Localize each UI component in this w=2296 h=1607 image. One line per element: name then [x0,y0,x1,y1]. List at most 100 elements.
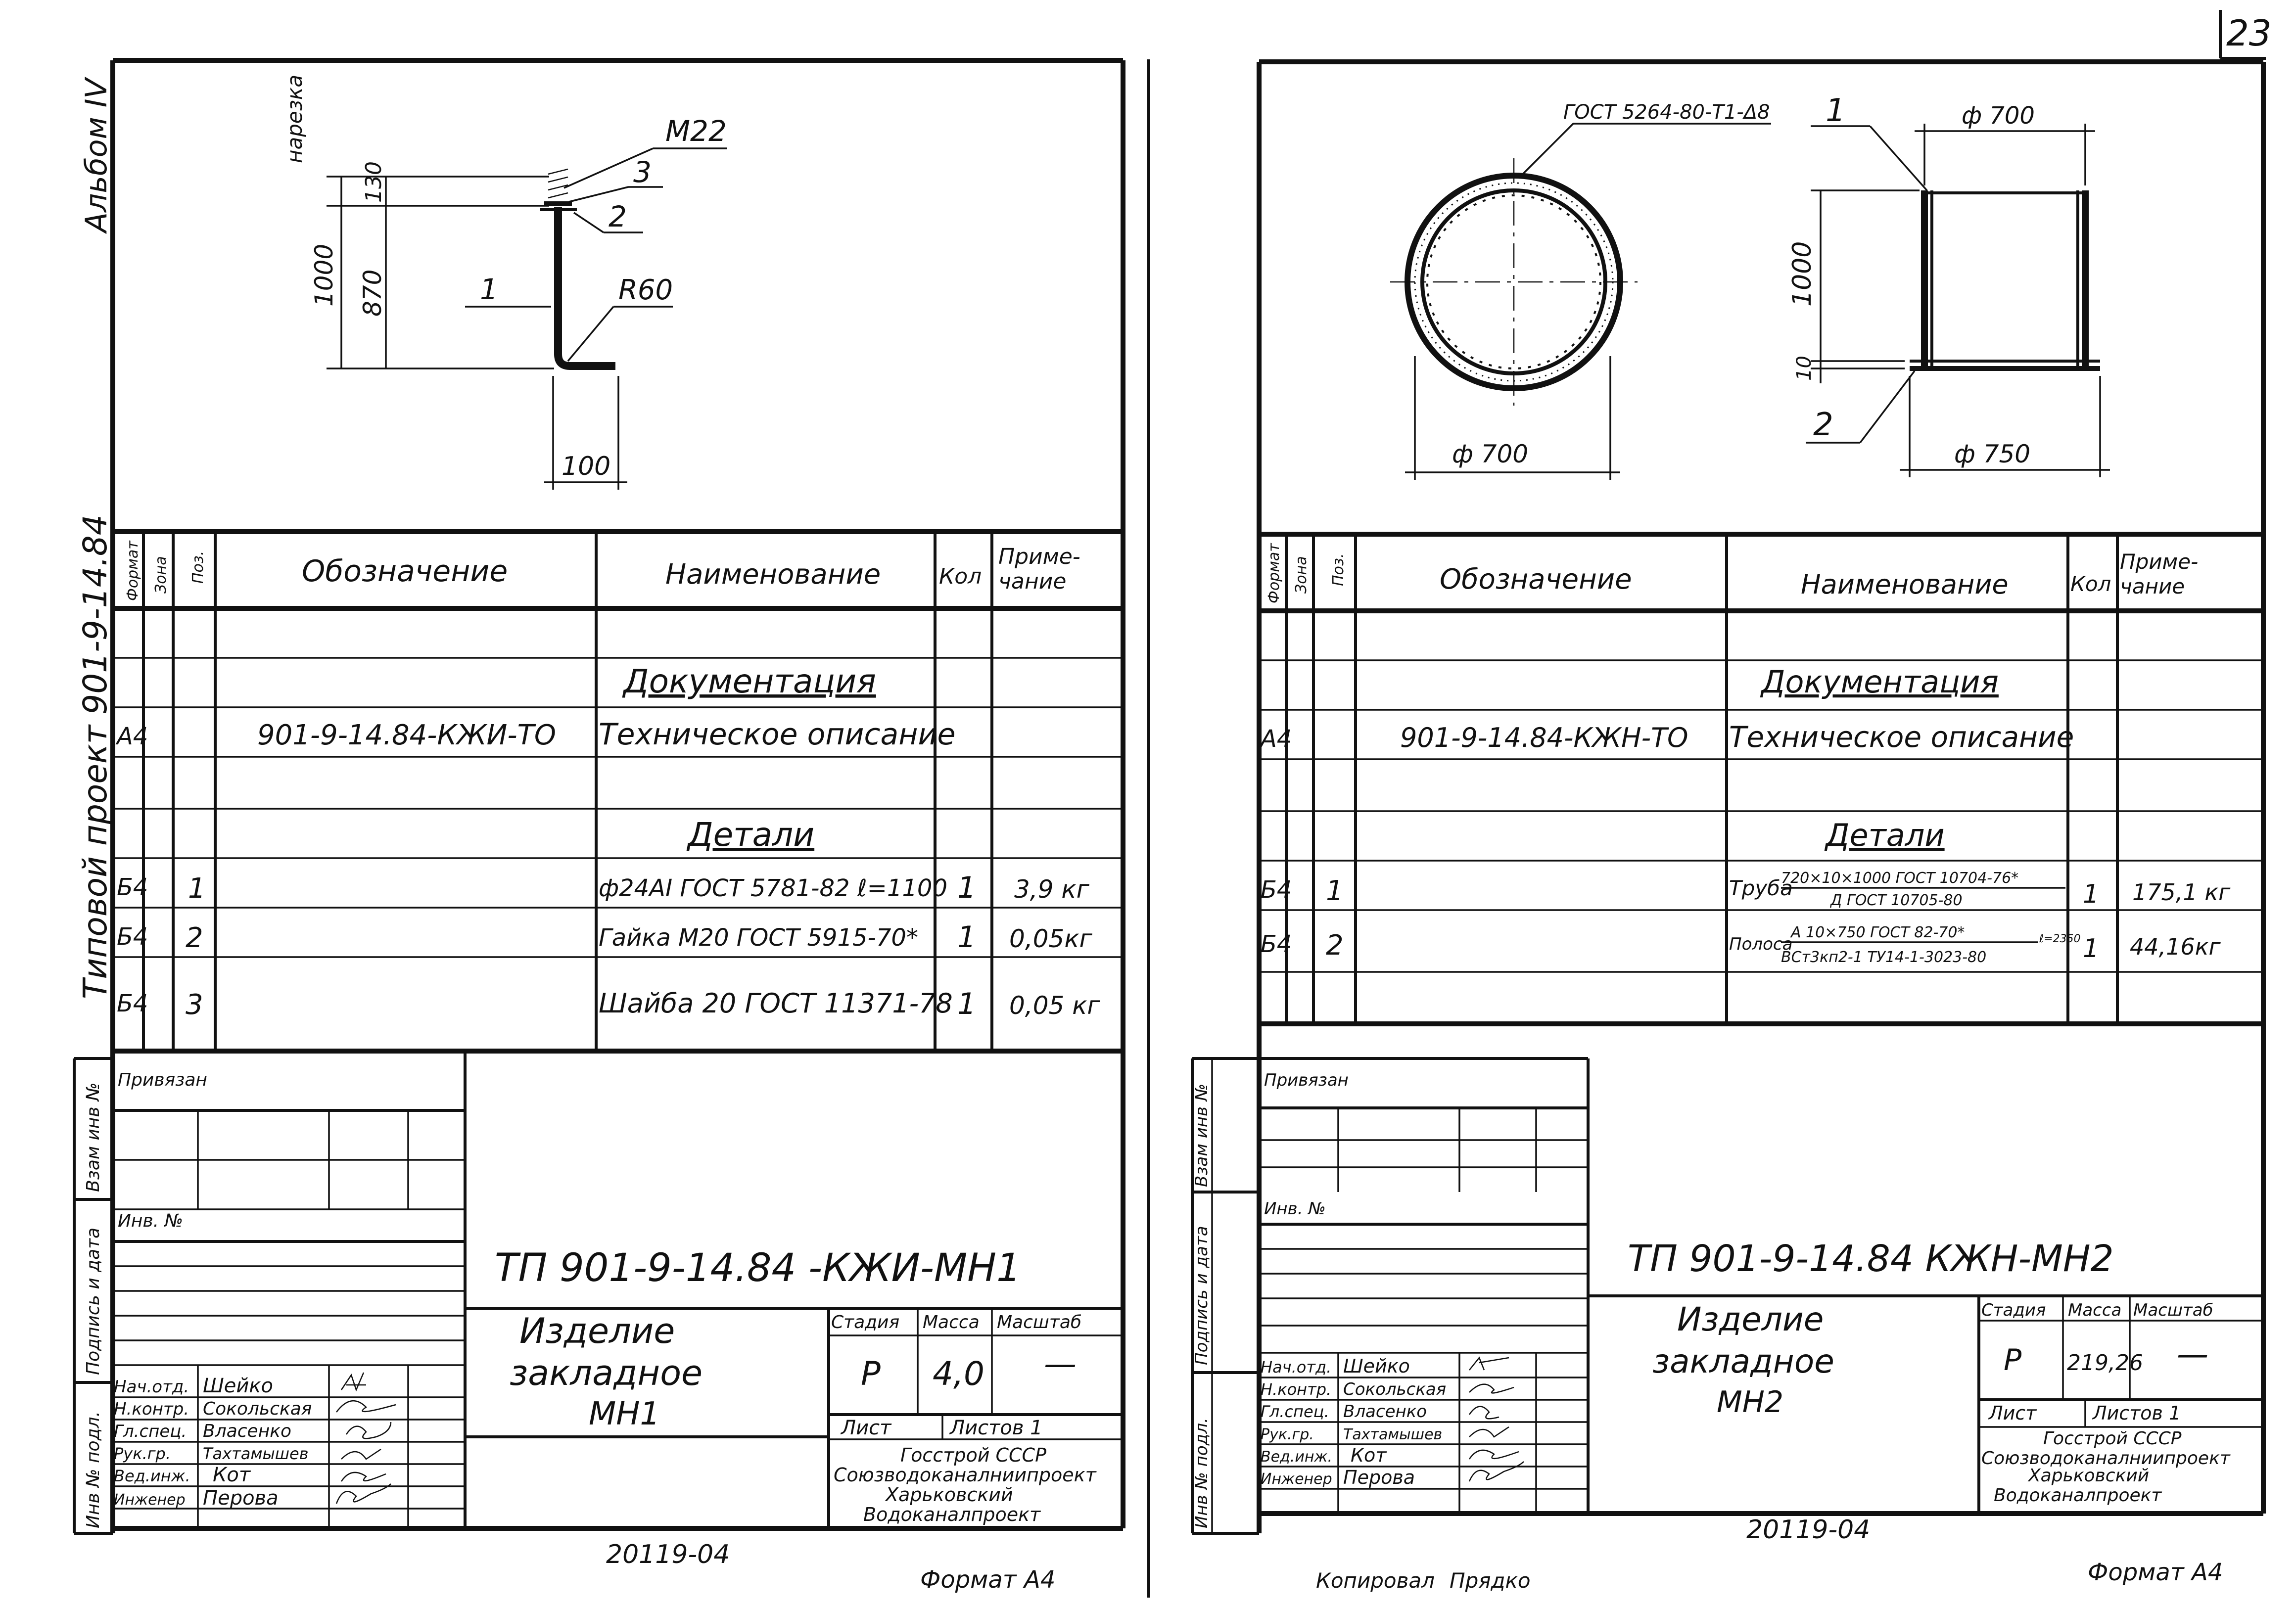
svg-text:Формат: Формат [1265,543,1283,603]
list-item: Н.контр. Сокольская [1261,1379,1446,1399]
svg-text:Б4: Б4 [117,873,148,901]
svg-text:Кот: Кот [213,1464,251,1486]
svg-text:Союзводоканалниипроект: Союзводоканалниипроект [834,1464,1097,1486]
svg-text:2: 2 [1813,407,1833,443]
list-item: Рук.гр. Тахтамышев [1261,1426,1442,1443]
page-number: 23 [2219,10,2272,60]
table-row: Б4 3 Шайба 20 ГОСТ 11371-78 1 0,05 кг [117,987,1100,1021]
svg-text:Инв. №: Инв. № [1264,1199,1326,1219]
svg-text:Наименование: Наименование [1801,569,2009,600]
svg-text:Наименование: Наименование [665,558,881,591]
svg-text:МН2: МН2 [1717,1385,1783,1420]
svg-text:20119-04: 20119-04 [1746,1515,1870,1545]
svg-text:Изделие: Изделие [519,1311,675,1351]
list-item: Нач.отд. Шейко [1261,1355,1410,1377]
svg-text:Изделие: Изделие [1677,1300,1824,1338]
svg-text:Формат: Формат [124,540,141,601]
svg-text:Инв. №: Инв. № [118,1211,183,1231]
list-item: Инженер Перова [114,1487,279,1510]
svg-text:Нач.отд.: Нач.отд. [114,1377,189,1397]
svg-text:—: — [1044,1345,1077,1383]
svg-text:130: 130 [361,161,386,203]
svg-text:Р: Р [2004,1343,2022,1377]
svg-text:ф24AI ГОСТ 5781-82 ℓ=1100: ф24AI ГОСТ 5781-82 ℓ=1100 [599,874,947,902]
svg-text:Гайка М20 ГОСТ 5915-70*: Гайка М20 ГОСТ 5915-70* [599,924,918,952]
svg-text:Техническое описание: Техническое описание [1729,720,2074,754]
svg-text:44,16кг: 44,16кг [2130,933,2221,960]
svg-text:1000: 1000 [310,244,338,307]
side-stamp-podpis: Подпись и дата [83,1228,103,1375]
svg-text:Шейко: Шейко [1343,1355,1410,1377]
svg-text:чание: чание [2120,574,2185,598]
svg-text:Приме-: Приме- [2120,550,2198,574]
svg-text:10: 10 [1793,356,1816,381]
project-label: Типовой проект 901-9-14.84 [76,514,114,999]
table-row: Б4 2 Гайка М20 ГОСТ 5915-70* 1 0,05кг [117,920,1093,955]
side-stamp-vzam: Взам инв № [83,1082,103,1192]
svg-text:2: 2 [1326,929,1344,962]
svg-text:Лист: Лист [1988,1402,2037,1424]
svg-text:3: 3 [186,989,203,1021]
svg-text:Копировал: Копировал [1316,1568,1435,1593]
album-label: Альбом IV [79,77,114,234]
svg-text:Б4: Б4 [1261,930,1292,958]
svg-text:1: 1 [188,872,206,905]
svg-text:175,1 кг: 175,1 кг [2132,879,2231,906]
svg-text:Нач.отд.: Нач.отд. [1261,1358,1331,1377]
svg-text:Обозначение: Обозначение [302,554,508,589]
svg-text:Р: Р [861,1355,881,1393]
svg-text:ТП 901-9-14.84 -КЖИ-МН1: ТП 901-9-14.84 -КЖИ-МН1 [495,1246,1021,1290]
svg-text:—: — [2177,1336,2208,1373]
svg-text:Водоканалпроект: Водоканалпроект [863,1504,1041,1525]
svg-text:ℓ=2350: ℓ=2350 [2039,933,2081,945]
svg-text:2: 2 [609,200,627,233]
svg-text:20119-04: 20119-04 [606,1540,730,1569]
svg-text:Стадия: Стадия [831,1312,899,1332]
svg-text:Перова: Перова [203,1487,279,1510]
svg-text:Власенко: Власенко [1343,1402,1427,1422]
svg-text:1: 1 [1326,875,1344,907]
svg-text:закладное: закладное [1652,1342,1834,1380]
pipe-sleeve-drawing: ГОСТ 5264-80-Т1-Δ8 ф 700 ф 700 1000 10 [1390,92,2110,480]
svg-text:Листов 1: Листов 1 [2092,1402,2181,1424]
svg-text:Б4: Б4 [117,990,148,1017]
side-stamp-vzam: Взам инв № [1192,1084,1212,1187]
svg-text:ВСт3кп2-1 ТУ14-1-3023-80: ВСт3кп2-1 ТУ14-1-3023-80 [1781,949,1986,966]
svg-text:Лист: Лист [840,1417,892,1439]
svg-text:Техническое описание: Техническое описание [599,717,955,752]
svg-text:0,05 кг: 0,05 кг [1009,991,1100,1020]
svg-text:720×10×1000 ГОСТ 10704-76*: 720×10×1000 ГОСТ 10704-76* [1781,870,2018,887]
svg-text:Приме-: Приме- [998,544,1080,569]
svg-text:3: 3 [633,155,652,189]
svg-text:Харьковский: Харьковский [885,1484,1013,1506]
svg-text:Зона: Зона [1293,556,1310,594]
svg-text:Гл.спец.: Гл.спец. [114,1422,187,1441]
svg-text:Союзводоканалниипроект: Союзводоканалниипроект [1981,1448,2231,1469]
svg-text:Стадия: Стадия [1981,1300,2046,1320]
svg-text:Перова: Перова [1343,1467,1415,1488]
svg-text:4,0: 4,0 [933,1355,984,1393]
svg-text:1: 1 [957,920,976,955]
svg-text:Н.контр.: Н.контр. [114,1399,189,1419]
svg-text:Привязан: Привязан [118,1070,207,1090]
svg-text:МН1: МН1 [589,1396,660,1432]
svg-text:23: 23 [2226,12,2272,54]
svg-text:Б4: Б4 [117,923,148,951]
svg-text:Тахтамышев: Тахтамышев [1343,1426,1442,1443]
svg-text:А 10×750 ГОСТ 82-70*: А 10×750 ГОСТ 82-70* [1790,924,1965,941]
svg-text:Н.контр.: Н.контр. [1261,1380,1331,1399]
svg-text:ф 700: ф 700 [1452,440,1528,468]
svg-text:Зона: Зона [152,556,170,594]
svg-text:Харьковский: Харьковский [2027,1466,2149,1486]
svg-text:901-9-14.84-КЖИ-ТО: 901-9-14.84-КЖИ-ТО [257,719,556,751]
svg-text:Листов 1: Листов 1 [949,1417,1043,1439]
svg-text:Рук.гр.: Рук.гр. [114,1444,171,1463]
svg-text:Детали: Детали [686,816,814,854]
svg-text:А4: А4 [115,723,148,750]
svg-text:Инженер: Инженер [1261,1470,1332,1488]
svg-text:Документация: Документация [1760,664,1999,700]
svg-text:Д ГОСТ 10705-80: Д ГОСТ 10705-80 [1829,892,1963,909]
svg-text:Привязан: Привязан [1264,1070,1349,1090]
svg-text:Кот: Кот [1351,1444,1387,1466]
list-item: Гл.спец. Власенко [114,1421,291,1441]
